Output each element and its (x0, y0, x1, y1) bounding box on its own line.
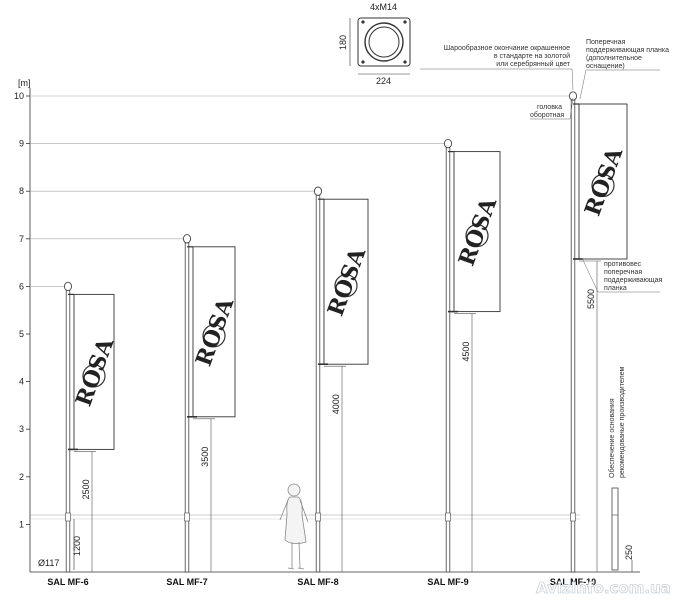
diameter-label: Ø117 (38, 558, 59, 568)
logo-ring (202, 324, 226, 348)
base-plate-height: 180 (338, 35, 348, 50)
dimension-label: 4500 (461, 342, 471, 362)
base-plate (357, 17, 411, 67)
dimension-label: 3500 (200, 447, 210, 467)
base-plate-ring-outer (364, 22, 404, 62)
finial-ball-icon (63, 281, 73, 292)
logo-ring (465, 224, 489, 248)
leader-ball-drop (571, 68, 574, 91)
finial-ball-icon (182, 234, 192, 244)
foundation-post (611, 487, 619, 571)
note-ball-line-2: в стандарте на золотой (494, 52, 570, 60)
axis-tick-label-8: 8 (19, 186, 24, 196)
dimension-label: 2500 (81, 479, 91, 499)
pole-collar (445, 512, 451, 522)
axis-tick-label-1: 1 (19, 519, 24, 529)
note-top-bar-line-3: (дополнительное (586, 55, 642, 62)
banner (192, 246, 236, 418)
note-cw-line-1: противовес (604, 261, 642, 268)
finial-ball-icon (568, 91, 578, 101)
pole-shaft (184, 242, 190, 573)
dimension-label: 5500 (586, 289, 596, 309)
note-head-line-1: головка (537, 104, 562, 111)
bolt-hole-1 (361, 20, 365, 24)
leader-top-bar-drop (579, 69, 587, 100)
annotation-foundation: Обеспечение основания рекомендованые про… (608, 367, 626, 478)
annotation-ball-finial: Шарообразное окончание окрашенное в стан… (420, 44, 574, 91)
logo-ring (82, 364, 106, 388)
foot-height-label: 1200 (72, 536, 82, 556)
note-top-bar-line-1: Поперечная (586, 39, 626, 46)
note-top-bar-line-4: оснащение) (586, 63, 625, 70)
pole-shaft (65, 289, 71, 573)
pole-collar (65, 512, 71, 522)
bolt-hole-4 (403, 60, 407, 64)
finial-ball-icon (443, 138, 453, 149)
note-cw-line-2: поперечная (604, 269, 642, 276)
logo-ring (334, 274, 358, 298)
base-plate-bolts: 4xM14 (370, 2, 397, 12)
axis-tick-label-9: 9 (19, 139, 24, 149)
model-label: SAL MF-10 (550, 577, 596, 587)
dimension-label: 4000 (331, 394, 341, 414)
axis-tick-label-4: 4 (19, 377, 24, 387)
banner (453, 151, 501, 313)
note-cw-line-4: планка (604, 285, 627, 292)
pole-shaft (445, 147, 451, 573)
model-label: SAL MF-6 (47, 577, 88, 587)
watermark: AvizInfo.com.ua (536, 579, 671, 597)
banner (323, 198, 369, 365)
annotation-rotating-head: головка оборотная (530, 97, 574, 120)
axis-unit: [m] (18, 78, 31, 88)
axis-tick-label-3: 3 (19, 424, 24, 434)
note-cw-line-3: поддерживающая (604, 277, 663, 284)
foundation-block: 250 (611, 487, 634, 572)
person-silhouette-icon (279, 483, 309, 570)
bolt-hole-3 (361, 60, 365, 64)
model-label: SAL MF-9 (427, 577, 468, 587)
banner (73, 293, 115, 450)
leader-head-drop (569, 97, 574, 120)
axis-tick-label-7: 7 (19, 234, 24, 244)
base-plate-ring-inner (368, 26, 400, 58)
pole-collar (184, 512, 190, 522)
base-plate-detail: 4xM14 180 224 (338, 2, 411, 86)
note-ball-line-1: Шарообразное окончание окрашенное (444, 44, 570, 52)
base-plate-width: 224 (376, 76, 391, 86)
banner (578, 103, 628, 260)
pole-shaft (570, 99, 576, 573)
axis-tick-label-6: 6 (19, 281, 24, 291)
axis-tick-label-2: 2 (19, 472, 24, 482)
note-top-bar-line-2: поддерживающая планка (586, 47, 669, 54)
model-label: SAL MF-8 (297, 577, 338, 587)
logo-ring (591, 173, 615, 198)
finial-ball-icon (313, 186, 323, 196)
note-foundation-line-1: Обеспечение основания (608, 398, 616, 478)
model-label: SAL MF-7 (166, 577, 207, 587)
axis-tick-label-5: 5 (19, 329, 24, 339)
foundation-height: 250 (624, 545, 634, 560)
pole-collar (315, 512, 321, 522)
note-head-line-2: оборотная (530, 111, 564, 119)
bolt-hole-2 (403, 20, 407, 24)
annotation-counterweight: противовес поперечная поддерживающая пла… (581, 257, 663, 293)
axis-ticks: 1 2 3 4 5 6 7 8 9 10 (14, 91, 30, 529)
annotation-top-bar: Поперечная поддерживающая планка (дополн… (579, 39, 669, 100)
axis-tick-label-10: 10 (14, 91, 24, 101)
leader-cw-drop (581, 257, 599, 293)
pole-collar (570, 512, 576, 522)
note-foundation-line-2: рекомендованые производителем (619, 367, 626, 478)
note-ball-line-3: или серебрянный цвет (496, 60, 570, 68)
